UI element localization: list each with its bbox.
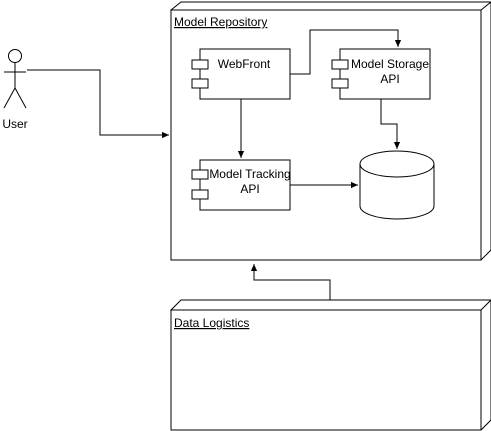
edge-user-to-model-repository[interactable] bbox=[27, 69, 169, 139]
edge-data-logistics-to-model-repository[interactable] bbox=[250, 264, 331, 300]
component-port-icon bbox=[191, 59, 209, 70]
webfront-component[interactable]: WebFront bbox=[191, 48, 291, 100]
component-port-icon bbox=[331, 78, 349, 89]
user-label: User bbox=[2, 117, 27, 131]
model-storage-api-component[interactable]: Model Storage API bbox=[331, 48, 431, 100]
model-storage-api-label-line2: API bbox=[380, 72, 399, 86]
model-repository-label: Model Repository bbox=[174, 15, 267, 29]
data-logistics-node[interactable]: Data Logistics bbox=[170, 299, 491, 431]
model-storage-api-label-line1: Model Storage bbox=[351, 57, 429, 71]
component-port-icon bbox=[191, 169, 209, 180]
edge-model-storage-to-database[interactable] bbox=[380, 99, 401, 149]
model-tracking-api-component[interactable]: Model Tracking API bbox=[191, 159, 291, 211]
webfront-label: WebFront bbox=[218, 57, 271, 71]
component-port-icon bbox=[191, 189, 209, 200]
model-tracking-api-label-line1: Model Tracking bbox=[209, 167, 290, 181]
edge-webfront-to-model-storage[interactable] bbox=[290, 29, 402, 75]
user-actor[interactable]: User bbox=[2, 49, 28, 132]
database-cylinder[interactable] bbox=[359, 150, 435, 220]
model-tracking-api-label-line2: API bbox=[240, 182, 259, 196]
component-port-icon bbox=[191, 78, 209, 89]
data-logistics-label: Data Logistics bbox=[174, 316, 249, 330]
model-repository-node[interactable]: Model Repository bbox=[170, 1, 491, 261]
component-port-icon bbox=[331, 59, 349, 70]
